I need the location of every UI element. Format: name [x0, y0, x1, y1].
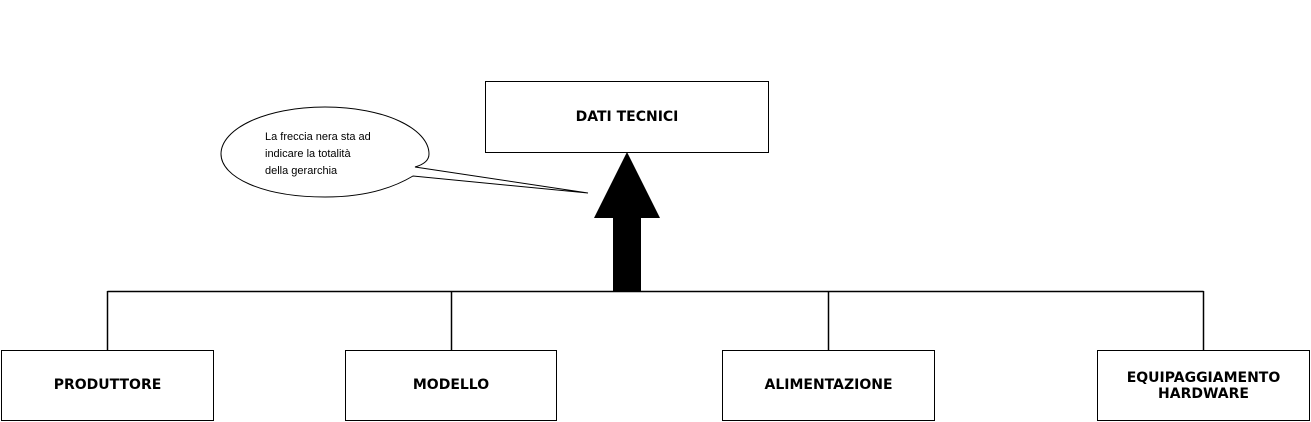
child-box: [345, 350, 557, 421]
callout-bubble: [220, 106, 589, 198]
child-label-line-2: HARDWARE: [1158, 386, 1249, 402]
hierarchy-arrow: [594, 152, 660, 291]
child-box: [1, 350, 214, 421]
child-label-line-1: EQUIPAGGIAMENTO: [1127, 370, 1281, 386]
child-node-modello: MODELLO: [345, 350, 557, 421]
child-node-equipaggiamento: EQUIPAGGIAMENTO HARDWARE: [1097, 350, 1310, 421]
root-box: [485, 81, 769, 153]
child-box: [722, 350, 935, 421]
root-label: DATI TECNICI: [576, 109, 679, 125]
child-label: ALIMENTAZIONE: [764, 377, 892, 393]
callout: La freccia nera sta ad indicare la total…: [220, 106, 589, 198]
child-label: MODELLO: [413, 377, 489, 393]
callout-line-3: della gerarchia: [265, 165, 338, 177]
child-node-alimentazione: ALIMENTAZIONE: [722, 350, 935, 421]
child-node-produttore: PRODUTTORE: [1, 350, 214, 421]
callout-line-1: La freccia nera sta ad: [265, 131, 371, 143]
child-box: [1097, 350, 1310, 421]
root-node: DATI TECNICI: [485, 81, 769, 153]
callout-line-2: indicare la totalità: [265, 148, 351, 160]
child-label: PRODUTTORE: [54, 377, 162, 393]
